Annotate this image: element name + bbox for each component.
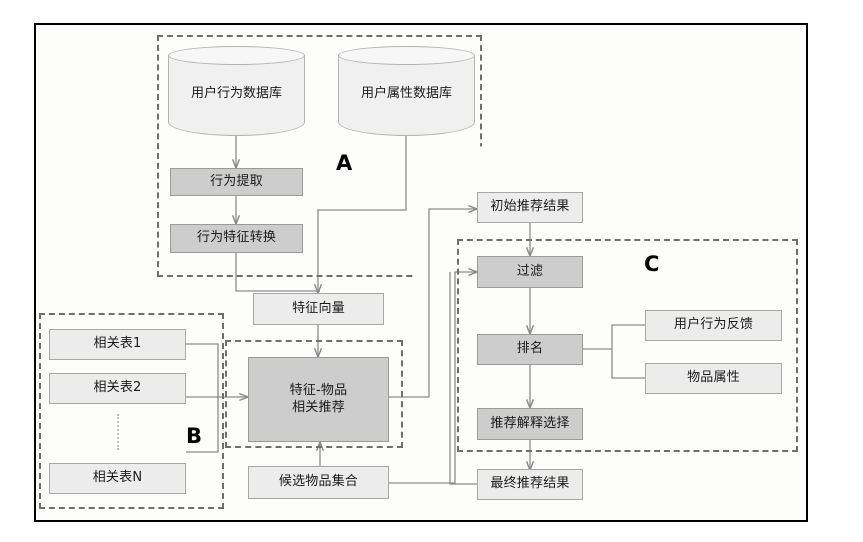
db-user-attribute-label: 用户属性数据库 [360, 85, 452, 101]
node-feature-item-recommend[interactable]: 特征-物品 相关推荐 [248, 357, 389, 442]
db-user-behavior-top [168, 46, 305, 65]
node-related-table-n[interactable]: 相关表N [49, 463, 186, 494]
group-c-boundary [457, 239, 798, 452]
group-recommend-core-boundary [225, 340, 403, 448]
node-initial-recommend-result[interactable]: 初始推荐结果 [477, 192, 583, 223]
node-related-table-2[interactable]: 相关表2 [49, 373, 186, 404]
node-final-recommend-result[interactable]: 最终推荐结果 [477, 469, 583, 500]
group-b-boundary [39, 313, 224, 509]
db-user-behavior: 用户行为数据库 [168, 46, 305, 136]
node-related-table-1[interactable]: 相关表1 [49, 329, 186, 360]
node-item-attribute[interactable]: 物品属性 [645, 363, 782, 394]
node-user-behavior-feedback[interactable]: 用户行为反馈 [645, 310, 782, 341]
db-user-attribute-top [338, 46, 475, 65]
related-tables-ellipsis [117, 414, 121, 450]
group-a-label: A [336, 151, 353, 175]
group-c-label: C [644, 252, 660, 276]
node-candidate-item-set[interactable]: 候选物品集合 [248, 466, 389, 499]
db-user-behavior-label: 用户行为数据库 [190, 85, 282, 101]
node-behavior-feature-transform[interactable]: 行为特征转换 [170, 224, 303, 253]
node-feature-vector[interactable]: 特征向量 [253, 293, 384, 325]
node-feature-item-recommend-line1: 特征-物品 [289, 383, 348, 399]
node-feature-item-recommend-line2: 相关推荐 [292, 399, 345, 415]
db-user-attribute-body [338, 55, 475, 136]
node-ranking[interactable]: 排名 [477, 334, 583, 365]
node-recommend-explain-select[interactable]: 推荐解释选择 [477, 408, 583, 440]
node-behavior-extract[interactable]: 行为提取 [170, 168, 303, 196]
db-user-attribute: 用户属性数据库 [338, 46, 475, 136]
group-b-label: B [186, 424, 203, 448]
node-filter[interactable]: 过滤 [477, 256, 583, 288]
db-user-behavior-body [168, 55, 305, 136]
